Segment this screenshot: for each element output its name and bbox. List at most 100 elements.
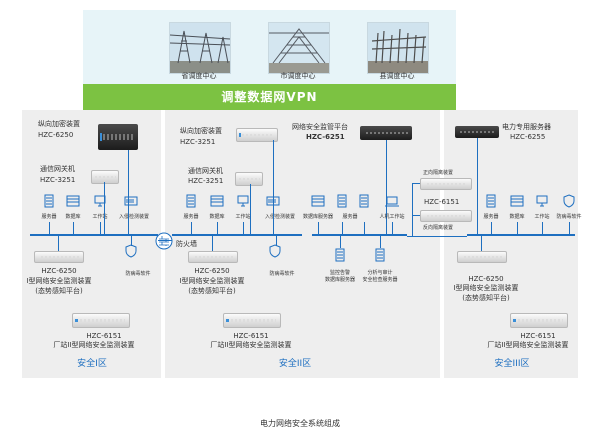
server-icon xyxy=(186,194,196,208)
zone3-monitor-model: HZC-6250 xyxy=(468,275,504,283)
zone1-label: 安全I区 xyxy=(77,359,107,369)
zone3-server-name: 电力专用服务器 xyxy=(502,123,551,131)
zone1-gateway-name: 通信网关机 xyxy=(40,165,75,173)
intrusion-detection-icon xyxy=(124,196,138,206)
zone2-monitor-name: I型网络安全监测装置 xyxy=(179,277,245,285)
zone3-server-model: HZC-6255 xyxy=(510,133,546,141)
zone2-monitor-platform: (态势感知平台) xyxy=(188,287,236,295)
workstation-icon xyxy=(237,195,249,207)
zone2-plant-model: HZC-6151 xyxy=(233,332,269,340)
zone1-gateway-model: HZC-3251 xyxy=(40,176,76,184)
zone3-monitor-platform: (态势感知平台) xyxy=(462,294,510,302)
zone2-icon-label-database: 数据库 xyxy=(209,214,225,220)
database-icon xyxy=(311,195,325,207)
zone2-label: 安全II区 xyxy=(278,359,312,369)
zone1-icon-label-workstation: 工作站 xyxy=(92,214,108,220)
zone2-gateway-name: 通信网关机 xyxy=(188,167,223,175)
zone1-monitor-model: HZC-6250 xyxy=(41,267,77,275)
laptop-icon xyxy=(385,196,399,207)
zone2-monitor-device xyxy=(188,251,238,263)
server-icon xyxy=(375,248,385,262)
substation-photo-county xyxy=(367,22,429,74)
zone3-monitor-device xyxy=(457,251,507,263)
platform-name: 网络安全监管平台 xyxy=(292,123,348,131)
platform-model: HZC-6251 xyxy=(306,133,345,141)
zone2-gateway-device xyxy=(235,172,263,186)
zone2-plant-name: 厂站II型网络安全监测装置 xyxy=(210,341,292,349)
zone1-gateway-device xyxy=(91,170,119,184)
zone2-antivirus-label: 防病毒软件 xyxy=(269,271,295,277)
county-dispatch-label: 县调度中心 xyxy=(379,72,415,80)
mid-label-workstation: 人机工作站 xyxy=(379,214,405,220)
platform-device xyxy=(360,126,412,140)
zone3-label: 安全III区 xyxy=(494,359,530,369)
mid-label-db-server: 数据库服务器 xyxy=(302,214,334,220)
substation-photo-city xyxy=(268,22,330,74)
server-icon xyxy=(44,194,54,208)
zone1-crypto-name: 纵向加密装置 xyxy=(38,120,80,128)
zone3-icon-label-antivirus: 防病毒软件 xyxy=(556,214,582,220)
zone2-crypto-model: HZC-3251 xyxy=(180,138,216,146)
city-dispatch-label: 市调度中心 xyxy=(280,72,316,80)
alarm-label: 监控告警 xyxy=(329,270,351,276)
zone2-icon-label-ids: 入侵检测装置 xyxy=(264,214,296,220)
zone2-monitor-bus xyxy=(312,234,407,236)
database-icon xyxy=(210,195,224,207)
zone3-icon-label-server: 服务器 xyxy=(483,214,499,220)
zone2-gateway-model: HZC-3251 xyxy=(188,177,224,185)
workstation-icon xyxy=(536,195,548,207)
zone2-icon-label-workstation: 工作站 xyxy=(235,214,251,220)
zone1-icon-label-database: 数据库 xyxy=(65,214,81,220)
security-zone-2 xyxy=(165,110,440,378)
zone1-plant-model: HZC-6151 xyxy=(86,332,122,340)
reverse-isolation-device xyxy=(420,210,472,222)
zone1-plant-device xyxy=(72,313,130,328)
zone1-antivirus-label: 防病毒软件 xyxy=(125,271,151,277)
zone3-plant-name: 厂站II型网络安全监测装置 xyxy=(487,341,569,349)
zone3-icon-label-workstation: 工作站 xyxy=(534,214,550,220)
zone1-icon-label-server: 服务器 xyxy=(41,214,57,220)
zone3-plant-device xyxy=(510,313,568,328)
zone1-crypto-model: HZC-6250 xyxy=(38,131,74,139)
mid-label-server: 服务器 xyxy=(342,214,358,220)
server-icon xyxy=(335,248,345,262)
server-icon xyxy=(337,194,347,208)
zone2-icon-label-server: 服务器 xyxy=(183,214,199,220)
zone2-monitor-model: HZC-6250 xyxy=(194,267,230,275)
vpn-label: 调整数据网VPN xyxy=(221,90,318,104)
shield-icon xyxy=(269,244,281,258)
shield-icon xyxy=(125,244,137,258)
security-zone-3 xyxy=(444,110,578,378)
forward-isolation-device xyxy=(420,178,472,190)
alarm-db-label: 数据库服务器 xyxy=(324,277,356,283)
zone1-plant-name: 厂站II型网络安全监测装置 xyxy=(53,341,135,349)
zone1-icon-label-ids: 入侵检测装置 xyxy=(118,214,150,220)
zone1-monitor-name: I型网络安全监测装置 xyxy=(26,277,92,285)
zone1-network-bus xyxy=(30,234,158,236)
database-icon xyxy=(66,195,80,207)
server-icon xyxy=(486,194,496,208)
zone2-crypto-device xyxy=(236,128,278,142)
zone1-crypto-device xyxy=(98,124,138,150)
shield-icon xyxy=(563,194,575,208)
figure-caption: 电力网络安全系统组成 xyxy=(260,419,340,428)
zone2-plant-device xyxy=(223,313,281,328)
forward-isolation-label: 正向隔离装置 xyxy=(423,170,454,176)
zone3-server-device xyxy=(455,126,499,138)
server-icon xyxy=(359,194,369,208)
workstation-icon xyxy=(94,195,106,207)
zone3-icon-label-database: 数据库 xyxy=(509,214,525,220)
provincial-dispatch-label: 省调度中心 xyxy=(181,72,217,80)
reverse-isolation-label: 反向隔离装置 xyxy=(423,225,454,231)
dispatch-vpn-bar: 调整数据网VPN xyxy=(83,84,456,110)
zone2-network-bus xyxy=(172,234,302,236)
firewall-icon xyxy=(155,232,173,250)
zone3-network-bus xyxy=(467,234,575,236)
zone1-monitor-device xyxy=(34,251,84,263)
zone2-crypto-name: 纵向加密装置 xyxy=(180,127,222,135)
zone1-monitor-platform: (态势感知平台) xyxy=(35,287,83,295)
isolation-model: HZC-6151 xyxy=(424,198,460,206)
zone3-plant-model: HZC-6151 xyxy=(520,332,556,340)
database-icon xyxy=(510,195,524,207)
substation-photo-provincial xyxy=(169,22,231,74)
